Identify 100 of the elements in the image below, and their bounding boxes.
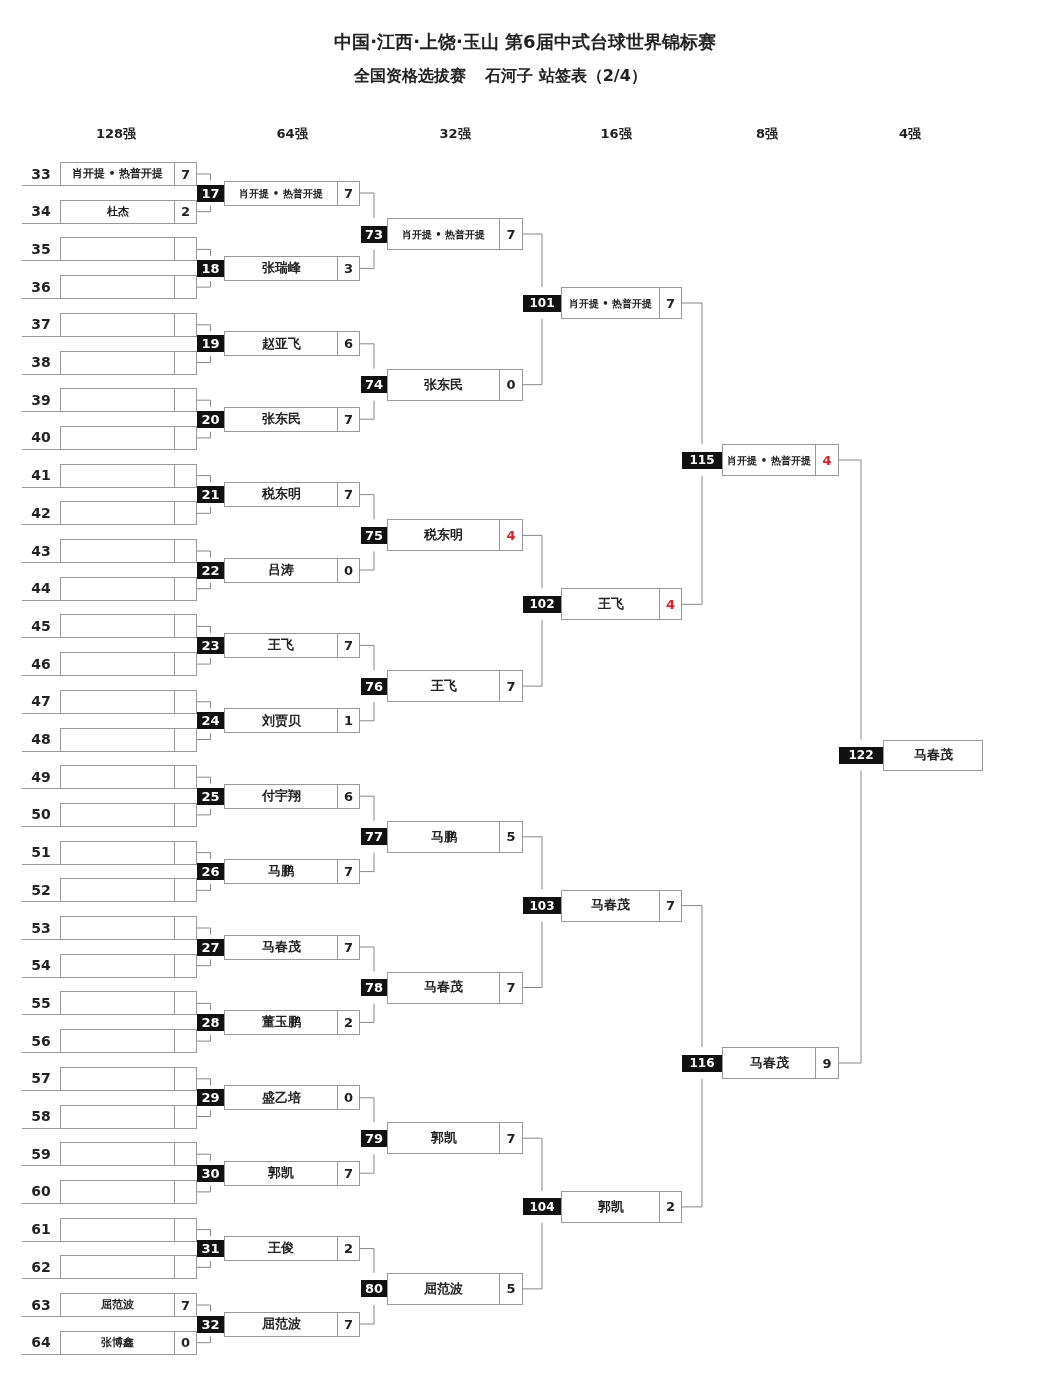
bracket-line (522, 534, 543, 589)
score: 7 (338, 1311, 360, 1337)
score: 3 (338, 255, 360, 281)
bracket-line (196, 1153, 211, 1162)
match-number-badge: 29 (197, 1089, 224, 1107)
player-name: 王飞 (224, 632, 338, 658)
score: 6 (338, 783, 360, 809)
bracket-line (681, 1078, 703, 1208)
bracket-line (359, 852, 375, 873)
match-number-badge: 73 (361, 225, 387, 243)
bracket-line (522, 1137, 543, 1192)
player-name: 马春茂 (722, 1047, 816, 1079)
bracket-line (196, 1336, 211, 1344)
score: 7 (500, 1122, 523, 1155)
bracket-line (196, 324, 211, 332)
score: 4 (500, 519, 523, 552)
bracket-line (196, 883, 211, 891)
bracket-line (196, 173, 211, 181)
player-name: 郭凯 (561, 1190, 660, 1223)
title: 中国·江西·上饶·玉山 第6届中式台球世界锦标赛 (333, 30, 717, 54)
bracket-line (359, 1304, 375, 1325)
bracket-line (359, 550, 375, 571)
player-name: 屈范波 (60, 1293, 175, 1317)
bracket-line (196, 1260, 211, 1268)
player-name: 付宇翔 (224, 783, 338, 809)
score: 0 (338, 1085, 360, 1111)
score: 2 (175, 199, 197, 224)
player-name: 马春茂 (883, 739, 983, 771)
score: 7 (338, 632, 360, 658)
round-header: 64强 (276, 125, 308, 143)
match-number-badge: 115 (682, 451, 722, 469)
player-name: 税东明 (387, 519, 500, 552)
player-name: 张东民 (387, 368, 500, 401)
score: 7 (338, 934, 360, 960)
bracket-line (522, 318, 543, 386)
player-name: 刘贾贝 (224, 708, 338, 734)
match-number-badge: 102 (523, 595, 561, 613)
match-number-badge: 31 (197, 1240, 224, 1258)
bracket-line (196, 657, 211, 665)
bracket-line (196, 852, 211, 860)
player-name: 吕涛 (224, 557, 338, 583)
bracket-line (196, 927, 211, 935)
match-number-badge: 25 (197, 787, 224, 805)
match-number-badge: 28 (197, 1013, 224, 1031)
bracket-line (196, 1109, 211, 1117)
player-name: 张瑞峰 (224, 255, 338, 281)
match-number-badge: 77 (361, 828, 387, 846)
match-number-badge: 116 (682, 1054, 722, 1072)
bracket-line (838, 770, 862, 1064)
player-name: 马春茂 (387, 971, 500, 1004)
bracket-line (359, 1097, 375, 1123)
player-name: 肖开提 • 热普开提 (387, 218, 500, 250)
match-number-badge: 17 (197, 184, 224, 202)
score: 5 (500, 820, 523, 853)
subtitle: 全国资格选拔赛 (354, 66, 466, 87)
match-number-badge: 104 (523, 1198, 561, 1216)
bracket-line (196, 475, 211, 483)
score: 7 (175, 1293, 197, 1317)
bracket-line (359, 494, 375, 520)
player-name: 王飞 (387, 670, 500, 703)
bracket-line (196, 808, 211, 816)
score: 7 (338, 1160, 360, 1186)
bracket-line (196, 205, 211, 213)
round-header: 32强 (439, 125, 471, 143)
player-name: 屈范波 (387, 1272, 500, 1305)
bracket-line (196, 625, 211, 634)
score: 7 (500, 670, 523, 703)
bracket-line (522, 836, 543, 891)
player-name: 肖开提 • 热普开提 (722, 444, 816, 476)
player-name: 赵亚飞 (224, 331, 338, 357)
player-name: 马春茂 (224, 934, 338, 960)
bracket-line (522, 1222, 543, 1290)
bracket-line (196, 776, 211, 785)
bracket-line (196, 701, 211, 709)
match-number-badge: 78 (361, 979, 387, 996)
match-number-badge: 19 (197, 335, 224, 353)
score: 4 (660, 588, 682, 621)
match-number-badge: 122 (839, 746, 883, 764)
player-name: 郭凯 (387, 1122, 500, 1155)
bracket-line (522, 233, 543, 288)
bracket-line (681, 905, 703, 1048)
bracket-line (681, 302, 703, 445)
round-header: 8强 (756, 125, 778, 143)
bracket-line (522, 921, 543, 988)
score: 7 (660, 287, 682, 319)
bracket-line (196, 1185, 211, 1193)
match-number-badge: 21 (197, 486, 224, 504)
match-number-badge: 76 (361, 677, 387, 695)
bracket-line (196, 1304, 211, 1312)
bracket-line (359, 795, 375, 822)
score: 7 (338, 482, 360, 508)
score: 1 (338, 708, 360, 734)
match-number-badge: 18 (197, 259, 224, 277)
player-name: 马春茂 (561, 889, 660, 922)
score: 4 (816, 444, 839, 476)
bracket-line (196, 248, 211, 257)
subtitle: 石河子 站签表（2/4） (485, 66, 647, 87)
bracket-line (359, 192, 375, 219)
player-name: 杜杰 (60, 199, 175, 224)
score: 2 (660, 1190, 682, 1223)
